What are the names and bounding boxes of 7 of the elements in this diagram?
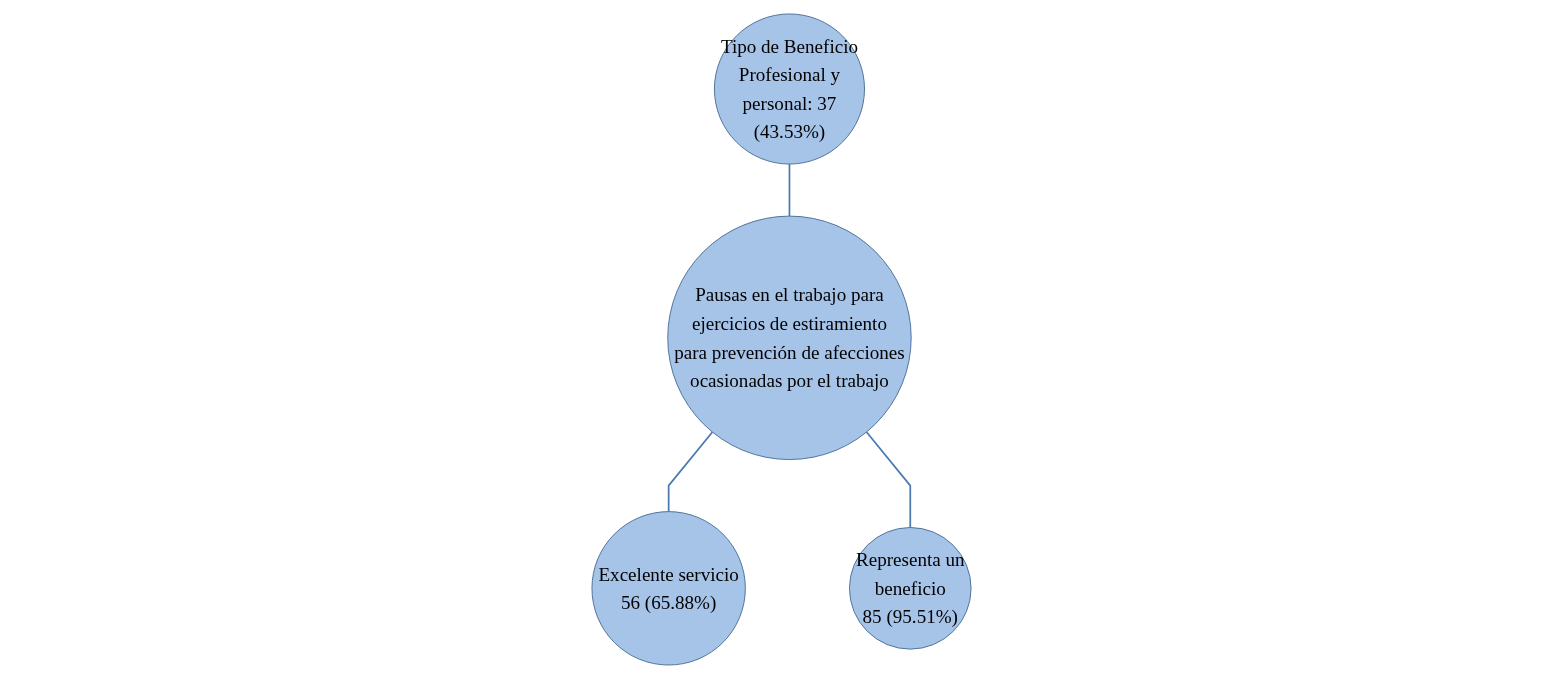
connector <box>789 163 791 217</box>
connector <box>668 431 714 513</box>
connector <box>866 431 912 529</box>
node-circle: Excelente servicio 56 (65.88%) <box>592 511 747 666</box>
node-circle: Representa un beneficio 85 (95.51%) <box>849 527 972 650</box>
node-circle: Pausas en el trabajo para ejercicios de estiramiento para prevención de afecciones ocasionadas por el trabajo <box>667 215 913 460</box>
node-circle: Tipo de Beneficio Profesional y personal: 37 (43.53%) <box>714 13 866 165</box>
